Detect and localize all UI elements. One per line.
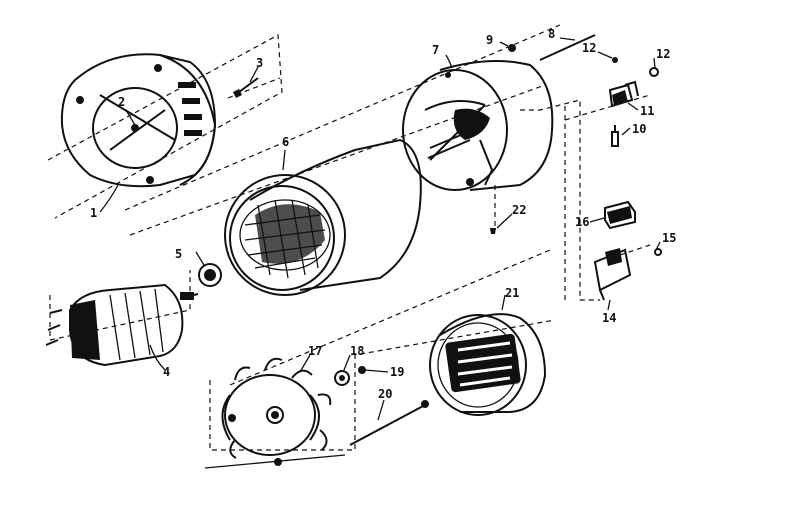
callout-22: 22 bbox=[512, 203, 526, 217]
callout-10: 10 bbox=[632, 122, 646, 136]
washer bbox=[334, 370, 350, 386]
stator-shell bbox=[224, 138, 422, 296]
nut bbox=[508, 44, 516, 52]
housing-screw bbox=[233, 77, 259, 98]
small-screw bbox=[490, 228, 496, 234]
shroud-louvers bbox=[457, 341, 513, 387]
long-bolt bbox=[349, 400, 429, 446]
assembly-guide-lines bbox=[47, 24, 651, 469]
switch-bracket bbox=[608, 80, 639, 108]
through-rod bbox=[539, 34, 596, 61]
terminal-screw bbox=[654, 248, 662, 256]
callout-9: 9 bbox=[486, 33, 493, 47]
callout-6: 6 bbox=[282, 135, 289, 149]
centrifugal-switch bbox=[604, 200, 636, 230]
callout-11: 11 bbox=[640, 104, 654, 118]
cooling-fan bbox=[221, 357, 332, 466]
fan-nut bbox=[358, 366, 366, 374]
callout-8: 8 bbox=[548, 27, 555, 41]
fan-shroud bbox=[429, 313, 547, 416]
callout-21: 21 bbox=[505, 286, 519, 300]
stator-grille bbox=[244, 199, 326, 279]
callout-4: 4 bbox=[163, 365, 170, 379]
callout-1: 1 bbox=[90, 206, 97, 220]
leader-lines bbox=[99, 37, 661, 421]
callout-16: 16 bbox=[575, 215, 589, 229]
callout-12-right: 12 bbox=[656, 47, 670, 61]
callout-3: 3 bbox=[256, 56, 263, 70]
callout-19: 19 bbox=[390, 365, 404, 379]
callout-14: 14 bbox=[602, 311, 616, 325]
callout-20: 20 bbox=[378, 387, 392, 401]
rotor-armature bbox=[45, 283, 199, 367]
callout-17: 17 bbox=[308, 344, 322, 358]
callout-labels: 1 2 3 4 5 6 7 8 9 10 11 12 12 14 15 16 1… bbox=[90, 27, 676, 401]
callout-15: 15 bbox=[662, 231, 676, 245]
end-bell-housing bbox=[60, 53, 217, 188]
terminal-block bbox=[593, 248, 632, 301]
callout-5: 5 bbox=[175, 247, 182, 261]
callout-7: 7 bbox=[432, 43, 439, 57]
callout-18: 18 bbox=[350, 344, 364, 358]
front-end-bell bbox=[402, 60, 554, 191]
capacitor-clip bbox=[611, 125, 619, 147]
switch-screws bbox=[612, 57, 659, 77]
bearing bbox=[198, 263, 222, 287]
callout-2: 2 bbox=[118, 95, 125, 109]
callout-12-left: 12 bbox=[582, 41, 596, 55]
